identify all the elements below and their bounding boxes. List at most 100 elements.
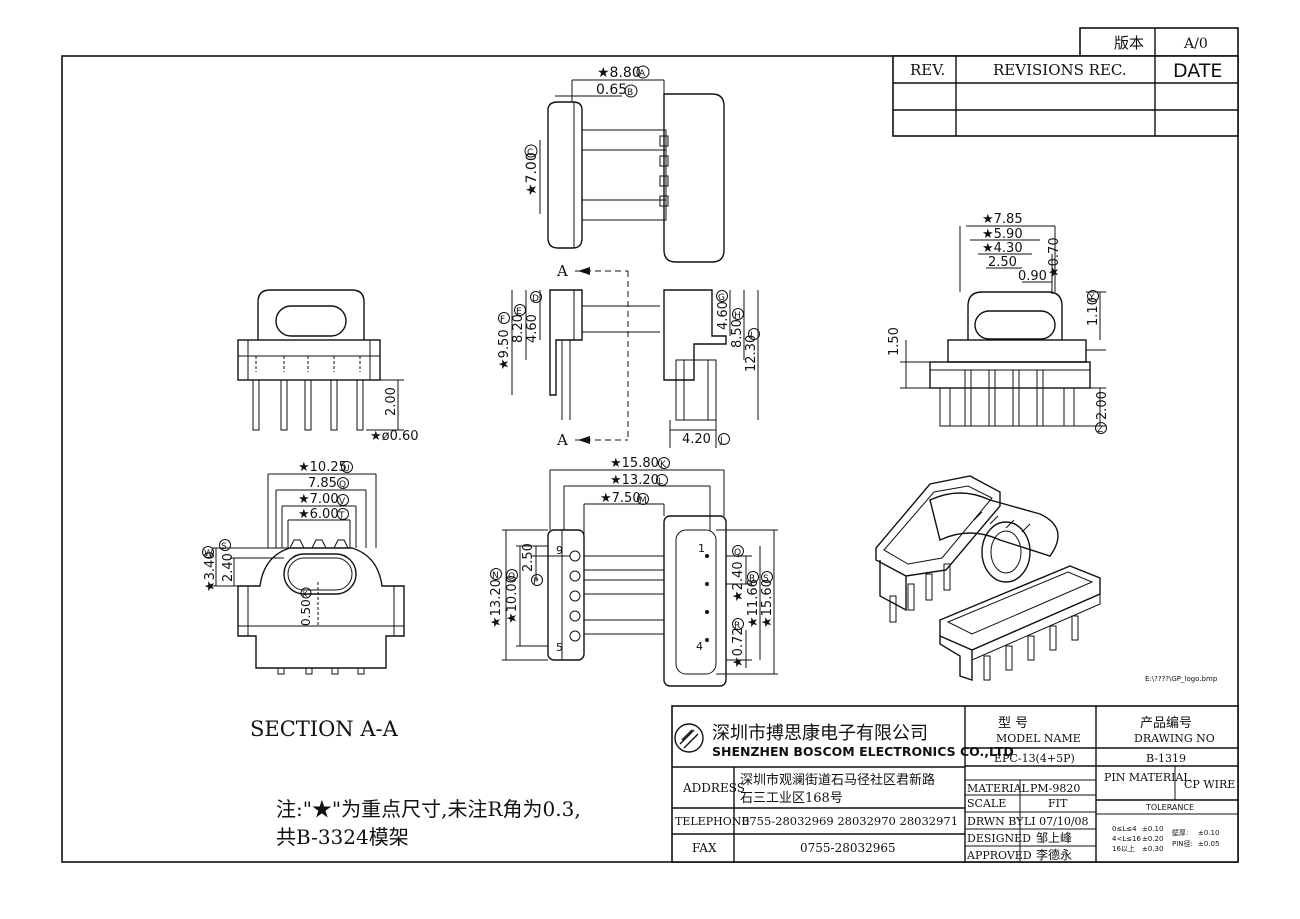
bm-dim-1000: ★10.00 xyxy=(505,575,520,624)
designed-label: DESIGNED xyxy=(967,832,1031,845)
dim-width-ref: A xyxy=(639,69,646,79)
bm-dim-250: 2.50 xyxy=(521,543,536,572)
front-dim-200: 2.00 xyxy=(384,387,399,416)
dim-950-text: ★9.50 xyxy=(497,329,512,370)
dim-460-right-ref: G xyxy=(718,293,725,303)
drawn-label: DRWN BY xyxy=(967,815,1024,828)
drawing-label-cn: 产品编号 xyxy=(1140,716,1192,731)
side-pins xyxy=(964,369,1044,427)
bl-dim-1025: ★10.25 xyxy=(298,460,347,475)
dim-height-text: ★7.00 xyxy=(524,152,540,196)
bm-dim-1320-top: ★13.20 xyxy=(610,473,659,488)
bm-dim-240-ref: Q xyxy=(734,548,741,558)
isometric-view: E:\????\GP_logo.bmp xyxy=(875,475,1218,683)
dim-420-text: 4.20 xyxy=(682,432,711,447)
top-view: ★8.80 A 0.65 B ★7.00 C xyxy=(524,65,725,263)
tol-5a: PIN径: xyxy=(1172,839,1193,848)
tolerance-label: TOLERANCE xyxy=(1145,803,1194,812)
side-dim-250: 2.50 xyxy=(988,255,1017,270)
dim-820-ref: E xyxy=(516,307,522,317)
address-label: ADDRESS xyxy=(682,781,745,795)
title-block: 深圳市搏思康电子有限公司 SHENZHEN BOSCOM ELECTRONICS… xyxy=(671,705,1239,863)
tol-4a: 壁厚: xyxy=(1172,828,1188,837)
tol-5b: ±0.05 xyxy=(1198,840,1219,848)
scale-value: FIT xyxy=(1048,797,1068,810)
bl-dim-050-ref: X xyxy=(302,590,308,599)
bm-dim-750: ★7.50 xyxy=(600,491,641,506)
revisions-header: REVISIONS REC. xyxy=(993,61,1127,79)
bl-dim-340: ★3.40 xyxy=(203,551,218,592)
section-marker-bottom: A xyxy=(556,431,568,449)
version-value: A/0 xyxy=(1183,36,1208,52)
bl-dim-240-ref: S xyxy=(221,542,227,552)
model-label-cn: 型 号 xyxy=(998,716,1028,731)
bm-dim-1580-ref: K xyxy=(660,460,667,470)
bl-dim-340-ref: W xyxy=(204,549,213,559)
telephone-label: TELEPHONE xyxy=(675,815,749,828)
dim-420-ref: J xyxy=(719,436,723,446)
bl-dim-600-ref: T xyxy=(338,511,345,521)
tol-4b: ±0.10 xyxy=(1198,829,1219,837)
material-label: MATERIAL xyxy=(967,782,1030,795)
bl-dim-600: ★6.00 xyxy=(298,507,339,522)
telephone-value: 0755-28032969 28032970 28032971 xyxy=(742,814,958,828)
bm-dim-1320-left-ref: N xyxy=(492,571,499,581)
dim-950-ref: F xyxy=(500,315,505,325)
company-name-en: SHENZHEN BOSCOM ELECTRONICS CO.,LTD xyxy=(712,744,1014,759)
model-label-en: MODEL NAME xyxy=(996,732,1081,745)
bm-dim-1560: ★15.60 xyxy=(760,579,775,628)
side-dim-785: ★7.85 xyxy=(982,212,1023,227)
side-dim-200-ref: Z xyxy=(1097,425,1103,435)
address-line2: 石三工业区168号 xyxy=(740,791,843,806)
address-line1: 深圳市观澜街道石马径社区君新路 xyxy=(740,772,935,788)
bl-dim-050: 0.50 xyxy=(299,599,313,626)
bottom-left-view: ★10.25 U 7.85 Q ★7.00 V ★6.00 T ★3.40 W … xyxy=(202,460,405,675)
bl-dim-240: 2.40 xyxy=(221,553,236,582)
designed-value: 邹上峰 xyxy=(1036,831,1072,845)
bm-dim-1166-ref: R xyxy=(749,574,755,584)
front-view: 2.00 ★ø0.60 xyxy=(237,289,419,444)
section-view: A A ★9.50 8.20 4.60 F E D 4.60 8.50 xyxy=(497,262,760,449)
bl-dim-785-ref: Q xyxy=(339,480,346,490)
dim-460-left-ref: D xyxy=(532,294,539,304)
model-value: EPC-13(4+5P) xyxy=(994,752,1075,765)
fax-label: FAX xyxy=(692,841,717,855)
dim-height-ref: C xyxy=(527,148,533,158)
pin-4: 4 xyxy=(696,640,703,653)
pin-material-value: CP WIRE xyxy=(1184,778,1235,791)
pin-9: 9 xyxy=(556,544,563,557)
iso-pins xyxy=(889,563,1079,681)
side-dim-110-ref: Y xyxy=(1088,293,1095,303)
bottom-mid-view: 1 4 5 9 xyxy=(489,456,778,687)
bm-dim-1320-left: ★13.20 xyxy=(489,579,504,628)
fax-value: 0755-28032965 xyxy=(800,841,896,855)
dim-850-text: 8.50 xyxy=(730,319,745,348)
front-pins xyxy=(252,379,364,431)
version-label: 版本 xyxy=(1114,34,1144,52)
approved-value: 李德永 xyxy=(1036,847,1072,862)
pin-material-label: PIN MATERIAL xyxy=(1104,771,1191,784)
bm-dim-240: ★2.40 xyxy=(731,561,746,602)
tol-2b: ±0.20 xyxy=(1142,835,1163,843)
company-logo xyxy=(674,723,704,753)
tol-1a: 0≤L≤4 xyxy=(1112,825,1137,833)
rev-header: REV. xyxy=(910,61,945,79)
bm-dim-072: ★0.72 xyxy=(731,627,746,668)
date-header: DATE xyxy=(1173,60,1222,82)
note-line2: 共B-3324模架 xyxy=(276,825,409,849)
side-dim-150: 1.50 xyxy=(887,327,902,356)
dim-850-ref: H xyxy=(734,311,741,321)
dim-flange-ref: B xyxy=(627,88,633,98)
side-dim-090: 0.90 xyxy=(1018,269,1047,284)
drawing-label-en: DRAWING NO xyxy=(1134,732,1215,745)
note-line1: 注:"★"为重点尺寸,未注R角为0.3, xyxy=(276,797,581,821)
bm-dim-1000-ref: O xyxy=(508,572,515,582)
pin-1: 1 xyxy=(698,542,705,555)
bm-dim-1166: ★11.66 xyxy=(746,579,761,628)
dim-flange-text: 0.65 xyxy=(596,82,627,98)
dim-820-text: 8.20 xyxy=(511,314,526,343)
side-view: ★7.85 ★5.90 ★4.30 2.50 0.90 ★0.70 1.10 Y… xyxy=(887,212,1110,435)
tol-1b: ±0.10 xyxy=(1142,825,1163,833)
logo-path: E:\????\GP_logo.bmp xyxy=(1145,675,1218,683)
dim-460-right-text: 4.60 xyxy=(716,301,731,330)
